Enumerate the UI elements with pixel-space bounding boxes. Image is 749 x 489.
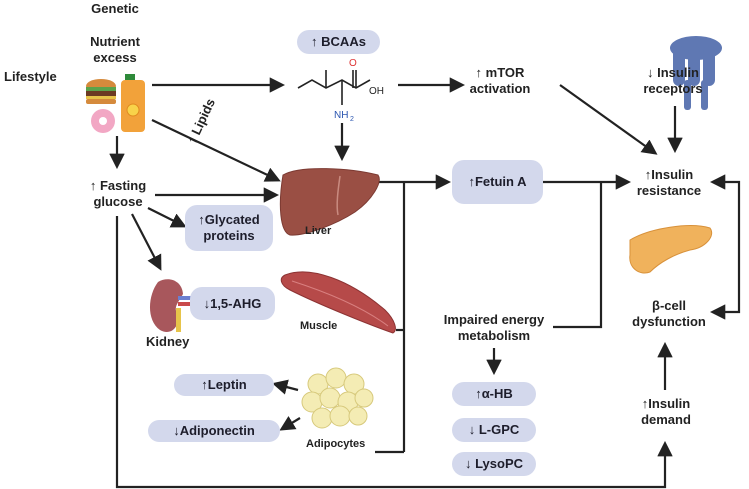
- fasting-glucose-label: ↑ Fasting glucose: [89, 178, 147, 209]
- kidney-icon: [150, 279, 192, 333]
- lifestyle-label: Lifestyle: [4, 69, 57, 84]
- molecule-oxygen: O: [349, 58, 357, 69]
- molecule-hydroxyl: OH: [369, 86, 384, 97]
- food-icon: [86, 74, 145, 133]
- arrow-mtor-to-ir: [559, 84, 658, 155]
- arrow-glucose-to-kidney: [131, 213, 162, 271]
- fetuin-a-pill: ↑Fetuin A: [452, 160, 543, 204]
- insulin-resistance-label: ↑Insulin resistance: [636, 167, 702, 198]
- beta-cell-label: β-cell dysfunction: [632, 298, 706, 329]
- genetic-label: Genetic: [91, 1, 139, 16]
- mtor-label: ↑ mTOR activation: [469, 65, 531, 96]
- adipocytes-icon: [301, 367, 374, 429]
- molecule-amine: NH: [334, 110, 348, 121]
- alpha-hb-pill: ↑α-HB: [452, 382, 536, 406]
- arrow-glucose-to-glycated: [147, 207, 187, 228]
- insulin-receptors-label: ↓ Insulin receptors: [643, 65, 703, 96]
- impaired-energy-label: Impaired energy metabolism: [443, 312, 545, 343]
- arrow-lipids-to-liver: [151, 119, 281, 182]
- line-energy-to-ir: [553, 182, 603, 329]
- arrow-glucose-to-demand: [115, 216, 673, 489]
- l-gpc-pill: ↓ L-GPC: [452, 418, 536, 442]
- muscle-label: Muscle: [300, 320, 338, 332]
- insulin-demand-label: ↑Insulin demand: [641, 396, 691, 427]
- molecule-amine-subscript: 2: [350, 116, 354, 123]
- muscle-icon: [280, 271, 396, 334]
- kidney-label: Kidney: [146, 334, 190, 349]
- adiponectin-pill: ↓Adiponectin: [148, 420, 280, 442]
- arrow-adipo-to-leptin: [272, 379, 299, 395]
- bcaa-molecule-icon: [297, 70, 371, 105]
- insulin-receptor-icon: [670, 36, 722, 110]
- bcaas-pill: ↑ BCAAs: [297, 30, 380, 54]
- arrow-adipo-to-adiponectin: [279, 416, 301, 431]
- liver-label: Liver: [305, 225, 332, 237]
- nutrient-excess-label: Nutrient excess: [90, 34, 140, 65]
- liver-icon: [279, 168, 380, 236]
- ahg-pill: ↓1,5-AHG: [190, 287, 275, 320]
- adipocytes-label: Adipocytes: [306, 438, 366, 450]
- lysopc-pill: ↓ LysoPC: [452, 452, 536, 476]
- pancreas-icon: [629, 225, 713, 274]
- leptin-pill: ↑Leptin: [174, 374, 274, 396]
- connectors: [109, 77, 741, 489]
- bracket-ir-beta: [709, 174, 741, 320]
- glycated-proteins-pill: ↑Glycated proteins: [185, 205, 273, 251]
